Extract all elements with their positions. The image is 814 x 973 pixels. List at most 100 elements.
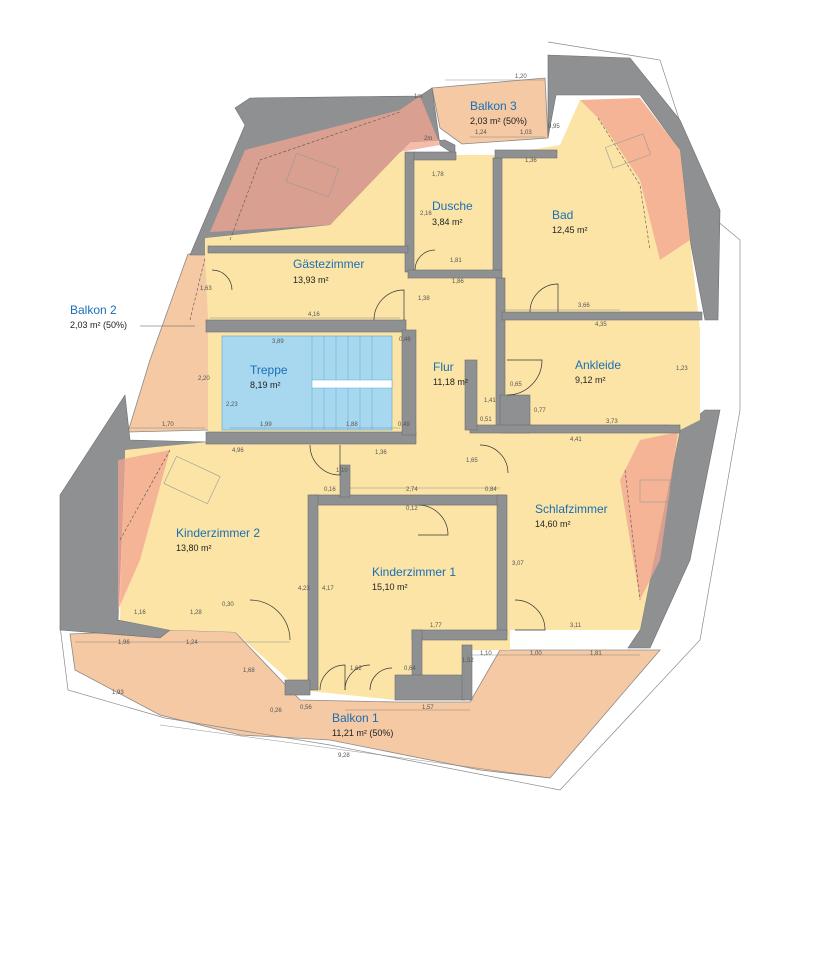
room-treppe: Treppe 8,19 m² [250,363,288,390]
room-area: 12,45 m² [552,225,588,235]
dim-label: 1,78 [432,172,444,178]
dim-label: 4,35 [595,322,607,328]
dim-label: 2,20 [198,376,210,382]
dim-label: 1,86 [452,279,464,285]
dim-label: 1,41 [484,398,496,404]
balkon-3-label: Balkon 3 2,03 m² (50%) [470,99,527,126]
dim-label: 1,77 [430,623,442,629]
dim-label: 3,11 [570,623,582,629]
dim-label: 1,38 [418,296,430,302]
dim-label: 1,03 [520,130,532,136]
balcony-area: 11,21 m² (50%) [332,728,393,738]
room-name: Flur [433,360,454,374]
dim-label: 1,65 [466,458,478,464]
dim-label: 0,84 [485,487,497,493]
dim-label: 2,74 [406,487,418,493]
dim-label: 3,66 [578,303,590,309]
room-gaestezimmer: Gästezimmer 13,93 m² [293,257,364,285]
dim-label: 1,70 [162,422,174,428]
dim-label: 1,28 [190,610,202,616]
room-bad: Bad 12,45 m² [552,208,588,235]
balcony-area: 2,03 m² (50%) [470,116,527,126]
dim-label: 9,28 [338,753,350,759]
dim-label: 1,93 [112,690,124,696]
slope-bad [580,98,690,260]
slope-schlafzimmer [620,432,678,600]
dim-label: 1m [414,94,422,100]
slope-lines [119,111,651,601]
dim-label: 0,95 [548,124,560,130]
room-name: Treppe [250,363,288,377]
room-kinderzimmer-1: Kinderzimmer 1 15,10 m² [372,565,456,592]
roof-windows [163,133,671,505]
dim-label: 1,88 [346,422,358,428]
dim-label: 1,96 [118,640,130,646]
dim-label: 3,73 [606,419,618,425]
dim-label: 1,81 [590,651,602,657]
balkon-1-label: Balkon 1 11,21 m² (50%) [332,711,393,738]
room-area: 14,60 m² [535,519,571,529]
room-name: Kinderzimmer 2 [176,526,260,540]
room-dusche: Dusche 3,84 m² [432,199,473,227]
dim-label: 1,36 [375,450,387,456]
dim-label: 0,26 [270,708,282,714]
stair-steps [311,336,393,430]
dim-label: 1,63 [200,286,212,292]
dim-label: 1,10 [336,468,348,474]
room-name: Bad [552,208,573,222]
room-area: 15,10 m² [372,582,408,592]
dim-label: 1,10 [480,651,492,657]
dim-label: 4,23 [298,586,310,592]
dim-label: 3,89 [272,339,284,345]
dim-label: 4,16 [308,312,320,318]
slope-kinderzimmer2 [118,450,170,610]
dim-label: 1,57 [422,705,434,711]
dim-label: 0,51 [480,417,492,423]
dim-label: 1,99 [260,422,272,428]
dim-label: 1,36 [525,158,537,164]
balkon-3-area [431,77,549,145]
balkon-2-area [127,253,211,433]
balcony-area: 2,03 m² (50%) [70,320,127,330]
balcony-name: Balkon 1 [332,711,379,725]
dim-label: 2,16 [420,211,432,217]
dim-label: 0,77 [534,408,546,414]
dimension-labels: 1,20 1,24 1,03 0,95 1,36 1,78 2,16 1,81 … [112,74,688,759]
dim-label: 0,65 [510,382,522,388]
dim-label: 0,56 [300,705,312,711]
dim-label: 1,62 [350,666,362,672]
dim-label: 1,20 [515,74,527,80]
dim-label: 1,52 [462,658,474,664]
dim-label: 0,46 [399,337,411,343]
room-name: Ankleide [575,358,621,372]
dim-label: 0,49 [398,422,410,428]
doors [211,249,559,691]
dim-label: 2m [424,136,432,142]
room-area: 8,19 m² [250,380,281,390]
balkon-2-label: Balkon 2 2,03 m² (50%) [70,303,195,330]
dim-label: 0,16 [324,487,336,493]
room-area: 9,12 m² [575,375,606,385]
dim-label: 0,64 [404,666,416,672]
dim-label: 4,96 [232,448,244,454]
dim-label: 0,30 [222,602,234,608]
room-name: Gästezimmer [293,257,364,271]
dim-label: 1,24 [475,130,487,136]
dim-label: 1,16 [134,610,146,616]
dim-label: 4,17 [322,586,334,592]
dim-label: 1,23 [676,366,688,372]
dim-label: 3,07 [512,561,524,567]
room-area: 11,18 m² [433,377,468,387]
room-name: Kinderzimmer 1 [372,565,456,579]
dim-label: 1,24 [186,640,198,646]
room-name: Dusche [432,199,473,213]
room-schlafzimmer: Schlafzimmer 14,60 m² [535,502,608,529]
dim-label: 1,00 [530,651,542,657]
room-name: Schlafzimmer [535,502,608,516]
dim-label: 2,23 [226,402,238,408]
room-flur: Flur 11,18 m² [433,360,468,387]
wall-north-east [547,54,721,321]
interior-walls [205,149,703,701]
room-ankleide: Ankleide 9,12 m² [575,358,621,385]
room-area: 13,80 m² [176,543,212,553]
